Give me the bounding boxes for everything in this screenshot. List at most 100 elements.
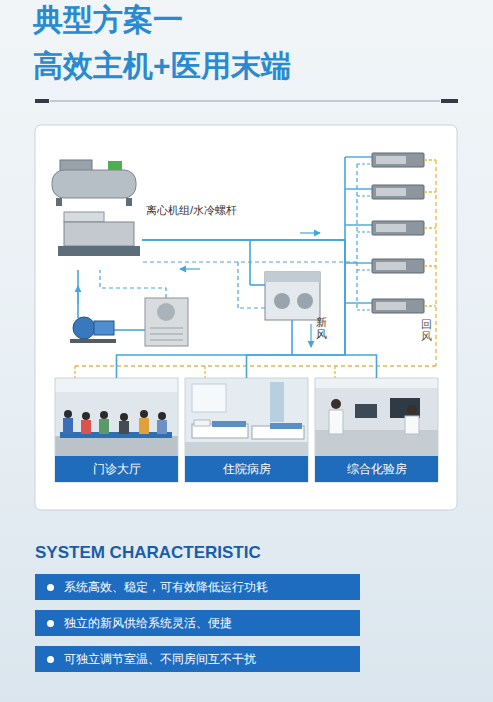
equipment-label: 离心机组/水冷螺杆 bbox=[146, 203, 237, 218]
fan-coil-unit bbox=[372, 221, 424, 235]
condenser-return bbox=[100, 270, 166, 298]
pump-motor bbox=[94, 321, 114, 335]
return-air-line bbox=[75, 365, 436, 366]
photo-person bbox=[158, 412, 166, 420]
photo-floor bbox=[185, 442, 308, 456]
chiller-shell bbox=[52, 170, 136, 198]
caption-bar: 综合化验房 bbox=[315, 456, 438, 482]
photo-ground bbox=[185, 378, 308, 456]
room-card: 综合化验房 bbox=[315, 378, 438, 482]
pump-volute bbox=[73, 317, 95, 339]
photo-window bbox=[192, 384, 226, 412]
photo-person bbox=[329, 410, 343, 434]
chiller-part bbox=[108, 161, 122, 170]
label-holder: 新风 bbox=[316, 316, 327, 340]
room-caption: 门诊大厅 bbox=[93, 456, 141, 482]
screw-chiller bbox=[58, 212, 140, 256]
chiller-shell bbox=[64, 222, 134, 246]
supply-branch bbox=[345, 188, 372, 189]
flow-label: 新风 bbox=[316, 316, 327, 340]
label-holder: 回风 bbox=[421, 318, 432, 342]
return-air-line bbox=[424, 191, 436, 192]
room-card: 住院病房 bbox=[185, 378, 308, 482]
return-air-line bbox=[74, 366, 75, 378]
feature-text: 系统高效、稳定，可有效降低运行功耗 bbox=[64, 579, 268, 596]
flow-arrow bbox=[310, 324, 311, 347]
label-holder: SYSTEM CHARACTERISTIC bbox=[35, 543, 261, 563]
photo-person bbox=[82, 412, 90, 420]
return-pipe bbox=[237, 262, 238, 308]
return-branch bbox=[357, 195, 372, 196]
return-branch bbox=[357, 163, 372, 164]
fan-coil-grille bbox=[376, 224, 406, 232]
return-air-duct bbox=[75, 160, 436, 378]
photo-person bbox=[99, 419, 109, 434]
return-air-line bbox=[424, 159, 436, 160]
photo-frame bbox=[55, 378, 178, 482]
fan-coil-units bbox=[372, 153, 424, 313]
return-pipe bbox=[238, 307, 265, 308]
return-air-line bbox=[424, 265, 436, 266]
chiller-leg bbox=[126, 198, 132, 206]
supply-pipe bbox=[117, 240, 346, 378]
ahu-top bbox=[265, 272, 320, 282]
room-card: 门诊大厅 bbox=[55, 378, 178, 482]
fan-coil-unit bbox=[372, 299, 424, 313]
photo-person bbox=[331, 399, 341, 409]
supply-pipe bbox=[142, 240, 377, 378]
photo-pillow bbox=[194, 420, 210, 426]
fan-coil-unit bbox=[372, 259, 424, 273]
feature-bar: 可独立调节室温、不同房间互不干扰 bbox=[35, 646, 360, 672]
hall-photo bbox=[55, 378, 178, 482]
bullet-dot bbox=[47, 620, 54, 627]
photo-floor bbox=[55, 436, 178, 456]
fan-coil-unit bbox=[372, 153, 424, 167]
chiller-leg bbox=[56, 198, 62, 206]
photo-ground bbox=[315, 378, 438, 456]
fan-coil-grille bbox=[376, 156, 406, 164]
bullet-dot bbox=[47, 584, 54, 591]
return-branch bbox=[357, 309, 372, 310]
fan-coil-grille bbox=[376, 302, 406, 310]
feature-bar: 独立的新风供给系统灵活、便捷 bbox=[35, 610, 360, 636]
photo-person bbox=[63, 418, 73, 434]
photo-person bbox=[139, 418, 149, 434]
photo-frame bbox=[185, 378, 308, 482]
photo-person bbox=[100, 411, 108, 419]
fan-coil-grille bbox=[376, 262, 406, 270]
photo-person bbox=[407, 405, 417, 415]
return-air-line bbox=[424, 227, 436, 228]
return-branch bbox=[357, 231, 372, 232]
photo-person bbox=[64, 410, 72, 418]
chiller-part bbox=[64, 212, 104, 222]
flow-label: 回风 bbox=[421, 318, 432, 342]
photo-person bbox=[157, 420, 167, 434]
flow-arrow bbox=[77, 286, 78, 304]
photo-ceiling bbox=[55, 378, 178, 392]
diagram-panel bbox=[35, 125, 457, 510]
return-pipe bbox=[142, 261, 357, 262]
fan-coil-branches bbox=[345, 157, 372, 310]
room-caption: 住院病房 bbox=[223, 456, 271, 482]
return-branch bbox=[357, 269, 372, 270]
caption-bar: 门诊大厅 bbox=[55, 456, 178, 482]
photo-blanket bbox=[270, 423, 302, 429]
cooling-unit bbox=[145, 298, 188, 346]
centrifugal-chiller bbox=[52, 160, 136, 206]
condenser-pipe bbox=[114, 329, 145, 331]
rule-cap bbox=[35, 99, 49, 103]
feature-text: 独立的新风供给系统灵活、便捷 bbox=[64, 615, 232, 632]
header-rule bbox=[50, 101, 440, 102]
photo-monitor bbox=[390, 398, 420, 418]
caption-bar: 住院病房 bbox=[185, 456, 308, 482]
title-text: 典型方案一 高效主机+医用末端 bbox=[33, 0, 333, 89]
flow-arrow bbox=[300, 232, 320, 233]
condenser-pipe bbox=[77, 270, 79, 318]
fan-coil-unit bbox=[372, 185, 424, 199]
supply-pipe bbox=[344, 157, 346, 240]
supply-branch bbox=[345, 302, 372, 303]
air-handling-unit bbox=[265, 272, 320, 320]
return-air-line bbox=[424, 305, 436, 306]
feature-text: 可独立调节室温、不同房间互不干扰 bbox=[64, 651, 256, 668]
